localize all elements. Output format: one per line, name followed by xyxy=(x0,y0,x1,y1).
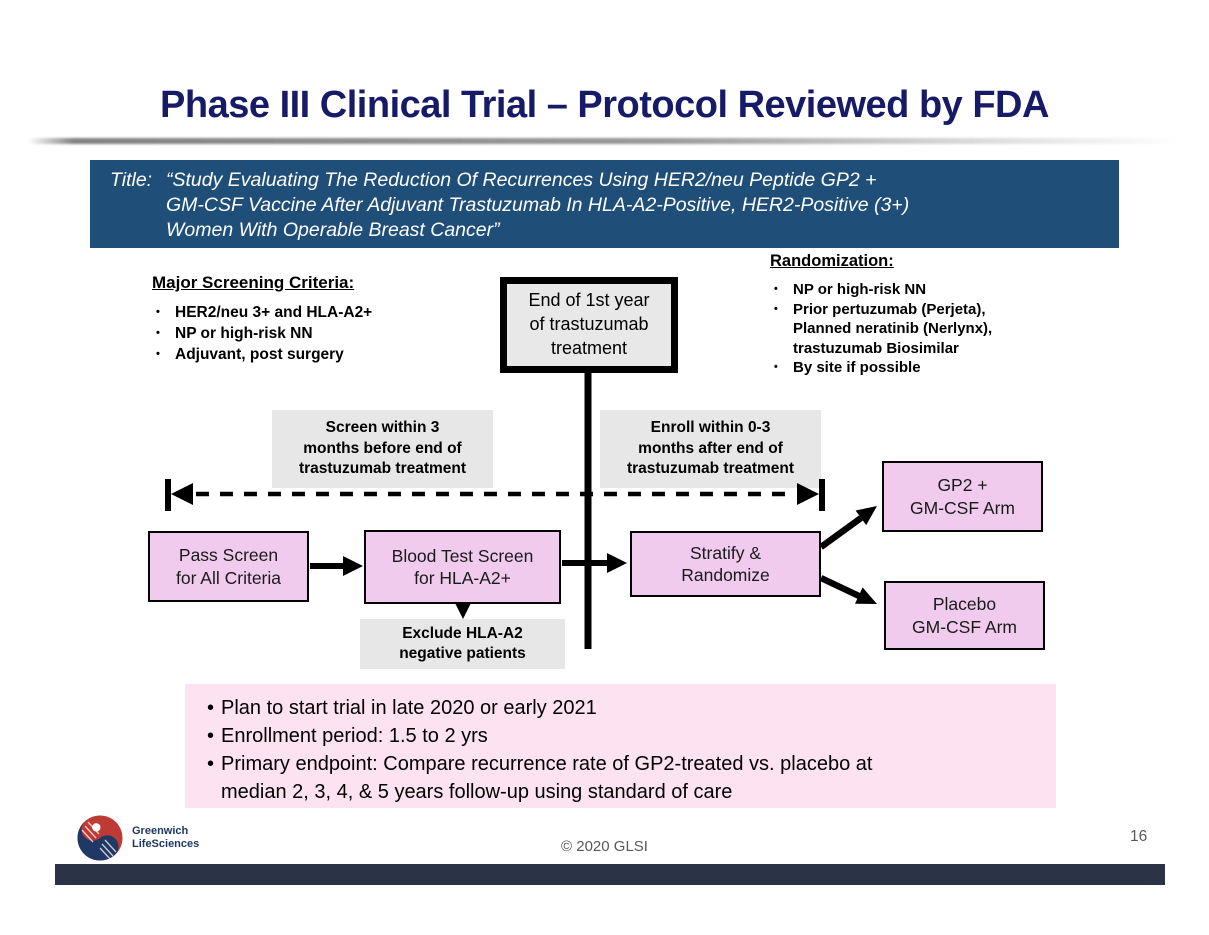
trial-title-banner: Title: “Study Evaluating The Reduction O… xyxy=(90,160,1119,248)
placebo-arm-label: Placebo GM-CSF Arm xyxy=(912,594,1017,637)
arrow-stratify-to-placebo xyxy=(819,575,877,604)
bullet-dot: • xyxy=(207,725,215,747)
end-of-trastuzumab-box: End of 1st year of trastuzumab treatment xyxy=(500,277,678,373)
screen-window-box: Screen within 3 months before end of tra… xyxy=(272,410,493,488)
blood-test-box: Blood Test Screen for HLA-A2+ xyxy=(364,530,561,604)
arrow-blood-to-stratify xyxy=(562,553,627,573)
placebo-arm-box: Placebo GM-CSF Arm xyxy=(884,581,1045,650)
stratify-randomize-box: Stratify & Randomize xyxy=(630,531,821,597)
stratify-randomize-label: Stratify & Randomize xyxy=(681,542,770,585)
enroll-window-label: Enroll within 0-3 months after end of tr… xyxy=(626,419,795,478)
blood-test-label: Blood Test Screen for HLA-A2+ xyxy=(391,545,534,588)
company-name-line2: LifeSciences xyxy=(132,838,200,850)
exclude-hla-box: Exclude HLA-A2 negative patients xyxy=(360,619,565,669)
screening-list: HER2/neu 3+ and HLA-A2+ NP or high-risk … xyxy=(152,302,462,365)
company-logo-icon xyxy=(77,815,123,861)
screening-criteria-section: Major Screening Criteria: HER2/neu 3+ an… xyxy=(152,273,462,365)
randomization-heading: Randomization: xyxy=(770,252,894,270)
exclude-hla-label: Exclude HLA-A2 negative patients xyxy=(399,624,526,662)
screening-item-1: HER2/neu 3+ and HLA-A2+ xyxy=(152,302,462,323)
banner-title-text: “Study Evaluating The Reduction Of Recur… xyxy=(166,169,910,241)
arrow-stratify-to-gp2 xyxy=(819,506,877,550)
arrow-exclude-down xyxy=(455,602,471,619)
summary-bullet-1: • Plan to start trial in late 2020 or ea… xyxy=(207,694,1046,722)
pass-screen-box: Pass Screen for All Criteria xyxy=(148,531,309,602)
summary-bullet-3: • Primary endpoint: Compare recurrence r… xyxy=(207,750,1046,806)
footer-bar xyxy=(55,864,1165,885)
slide-title: Phase III Clinical Trial – Protocol Revi… xyxy=(160,84,1049,126)
screening-heading: Major Screening Criteria: xyxy=(152,273,355,292)
randomization-section: Randomization: NP or high-risk NN Prior … xyxy=(770,252,1110,378)
summary-panel: • Plan to start trial in late 2020 or ea… xyxy=(185,684,1056,808)
gp2-arm-box: GP2 + GM-CSF Arm xyxy=(882,461,1043,532)
screen-window-label: Screen within 3 months before end of tra… xyxy=(298,419,467,478)
title-underline-shadow xyxy=(28,138,1180,144)
enroll-window-box: Enroll within 0-3 months after end of tr… xyxy=(600,410,821,488)
arrow-pass-to-blood xyxy=(310,556,363,576)
screening-item-3: Adjuvant, post surgery xyxy=(152,344,462,365)
end-of-trastuzumab-label: End of 1st year of trastuzumab treatment xyxy=(528,290,650,358)
page-number: 16 xyxy=(1130,828,1148,845)
pass-screen-label: Pass Screen for All Criteria xyxy=(175,545,282,588)
randomization-item-1: NP or high-risk NN xyxy=(770,280,1110,300)
bullet-dot: • xyxy=(207,753,215,775)
summary-bullet-2: • Enrollment period: 1.5 to 2 yrs xyxy=(207,722,1046,750)
screening-item-2: NP or high-risk NN xyxy=(152,323,462,344)
company-logo-text: Greenwich LifeSciences xyxy=(132,825,199,851)
gp2-arm-label: GP2 + GM-CSF Arm xyxy=(910,475,1015,518)
copyright-text: © 2020 GLSI xyxy=(561,838,648,855)
randomization-item-2: Prior pertuzumab (Perjeta), Planned nera… xyxy=(770,300,1110,359)
randomization-list: NP or high-risk NN Prior pertuzumab (Per… xyxy=(770,280,1110,378)
banner-title-label: Title: xyxy=(110,169,153,191)
randomization-item-3: By site if possible xyxy=(770,358,1110,378)
bullet-dot: • xyxy=(207,697,215,719)
company-name-line1: Greenwich xyxy=(132,825,189,837)
